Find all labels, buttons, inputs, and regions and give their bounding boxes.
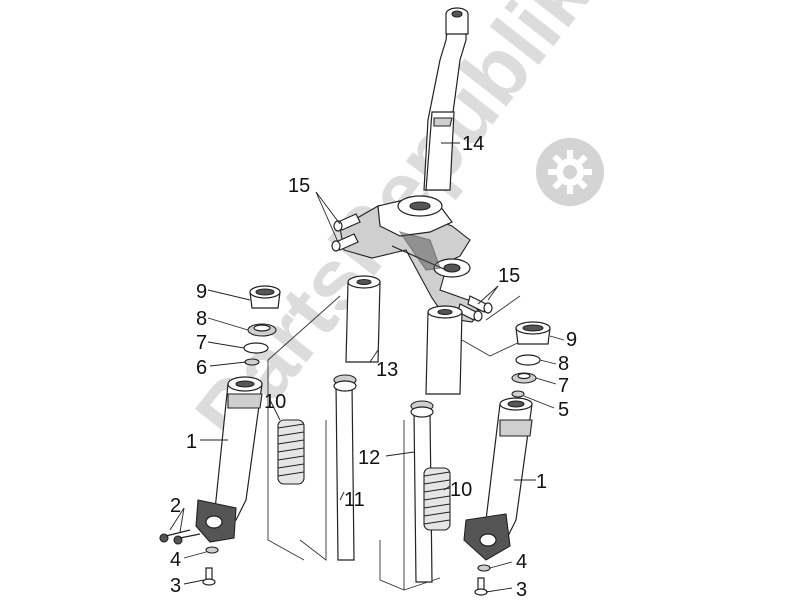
callout-13: 13 bbox=[376, 359, 398, 381]
callout-8-left: 8 bbox=[196, 308, 207, 330]
dust-cap-right bbox=[515, 321, 551, 345]
callout-3-right: 3 bbox=[516, 579, 527, 600]
callout-4-right: 4 bbox=[516, 551, 527, 573]
callout-9-left: 9 bbox=[196, 281, 207, 303]
callout-10-right: 10 bbox=[450, 479, 472, 501]
callout-1-right: 1 bbox=[536, 471, 547, 493]
callout-7-left: 7 bbox=[196, 332, 207, 354]
fork-slider-left bbox=[195, 376, 263, 543]
dust-cap-left bbox=[249, 285, 281, 309]
fork-tube-left bbox=[345, 275, 381, 363]
screws-left bbox=[159, 529, 201, 545]
callout-14: 14 bbox=[462, 133, 484, 155]
callout-10-left: 10 bbox=[264, 391, 286, 413]
callout-labels: 14 15 15 9 8 7 6 10 1 13 12 11 10 1 9 8 … bbox=[170, 133, 577, 600]
callout-15-right: 15 bbox=[498, 265, 520, 287]
callout-7-right: 7 bbox=[558, 375, 569, 397]
callout-3-left: 3 bbox=[170, 575, 181, 597]
fork-slider-right bbox=[463, 397, 533, 561]
steering-tube bbox=[423, 7, 469, 191]
callout-2: 2 bbox=[170, 495, 181, 517]
seal-left bbox=[247, 323, 277, 337]
damper-rod-right bbox=[410, 400, 434, 583]
bushing-left bbox=[244, 358, 260, 366]
drain-screw-right bbox=[474, 577, 488, 596]
spring-left bbox=[277, 419, 305, 485]
assembly-lines bbox=[267, 295, 525, 591]
damper-rod-left bbox=[333, 374, 357, 561]
callout-4-left: 4 bbox=[170, 549, 181, 571]
callout-8-right: 8 bbox=[558, 353, 569, 375]
fork-yoke bbox=[339, 195, 481, 323]
washer-left bbox=[205, 546, 219, 554]
callout-9-right: 9 bbox=[566, 329, 577, 351]
o-ring-left bbox=[243, 342, 269, 354]
callout-6: 6 bbox=[196, 357, 207, 379]
o-ring-right bbox=[511, 372, 537, 384]
spring-right bbox=[423, 467, 451, 531]
fork-tube-right bbox=[425, 305, 463, 395]
callout-1-left: 1 bbox=[186, 431, 197, 453]
callout-12: 12 bbox=[358, 447, 380, 469]
callout-11: 11 bbox=[344, 489, 365, 511]
leader-lines bbox=[169, 142, 565, 593]
callout-15-top: 15 bbox=[288, 175, 310, 197]
gear-icon bbox=[536, 138, 604, 206]
drain-screw-left bbox=[202, 567, 216, 586]
bushing-right bbox=[511, 390, 525, 398]
seal-right bbox=[515, 354, 541, 366]
washer-right bbox=[477, 564, 491, 572]
callout-5: 5 bbox=[558, 399, 569, 421]
